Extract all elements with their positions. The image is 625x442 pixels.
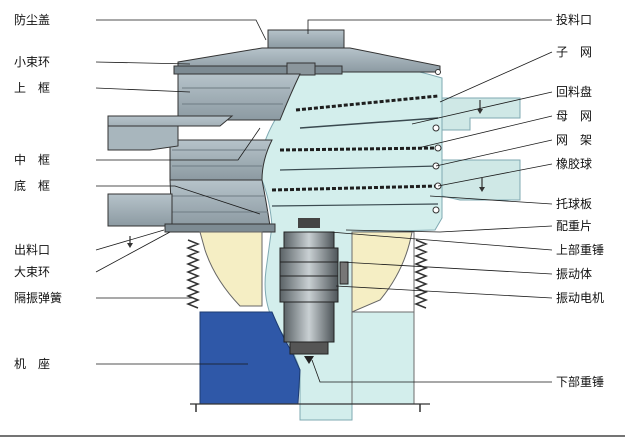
label-counterweight-plate: 配重片 bbox=[556, 219, 592, 233]
small-clamp-ring-shape bbox=[173, 65, 343, 75]
bottom-frame-shape bbox=[169, 179, 271, 227]
label-mesh-frame: 网 架 bbox=[556, 133, 592, 147]
label-upper-weight: 上部重锤 bbox=[556, 242, 604, 257]
ball-tray-shape bbox=[271, 184, 439, 192]
label-discharge-outlet: 出料口 bbox=[14, 243, 50, 257]
return-tray-shape bbox=[299, 117, 439, 129]
label-dust-cover: 防尘盖 bbox=[14, 12, 50, 27]
label-return-tray: 回料盘 bbox=[556, 84, 592, 99]
label-rubber-ball: 橡胶球 bbox=[556, 156, 592, 171]
label-lower-weight: 下部重锤 bbox=[556, 374, 604, 389]
main-mesh-shape bbox=[279, 146, 439, 152]
leader-lines-right bbox=[307, 19, 553, 383]
discharge-outlet-shape bbox=[107, 193, 173, 227]
label-vibration-motor: 振动电机 bbox=[556, 291, 604, 305]
label-fine-mesh: 子 网 bbox=[556, 45, 592, 59]
base-cone-left bbox=[199, 231, 263, 307]
middle-spout-shape bbox=[107, 125, 179, 151]
label-main-mesh: 母 网 bbox=[556, 109, 592, 123]
base-cone-right bbox=[351, 231, 413, 313]
label-middle-frame: 中 框 bbox=[14, 152, 50, 167]
base-cabinet-right bbox=[351, 311, 415, 405]
label-isolation-spring: 隔振弹簧 bbox=[14, 290, 62, 305]
label-base: 机 座 bbox=[14, 356, 50, 371]
label-upper-frame: 上 框 bbox=[14, 81, 50, 95]
vibration-motor-shape bbox=[279, 218, 349, 364]
upper-frame-shape bbox=[177, 73, 301, 121]
label-ball-tray: 托球板 bbox=[556, 197, 592, 211]
right-spout-upper bbox=[441, 97, 521, 131]
isolation-spring-right bbox=[413, 239, 429, 309]
label-vibrating-body: 振动体 bbox=[556, 267, 592, 281]
rubber-balls bbox=[432, 124, 442, 214]
label-large-clamp-ring: 大束环 bbox=[14, 265, 50, 279]
label-feed-inlet: 投料口 bbox=[556, 12, 592, 27]
label-small-clamp-ring: 小束环 bbox=[14, 55, 50, 69]
leader-lines-left bbox=[95, 19, 267, 365]
right-spout-lower bbox=[441, 159, 521, 201]
feed-inlet-shape bbox=[267, 29, 345, 49]
isolation-spring-left bbox=[185, 239, 201, 309]
large-clamp-ring-shape bbox=[164, 223, 276, 233]
label-bottom-frame: 底 框 bbox=[14, 178, 50, 193]
